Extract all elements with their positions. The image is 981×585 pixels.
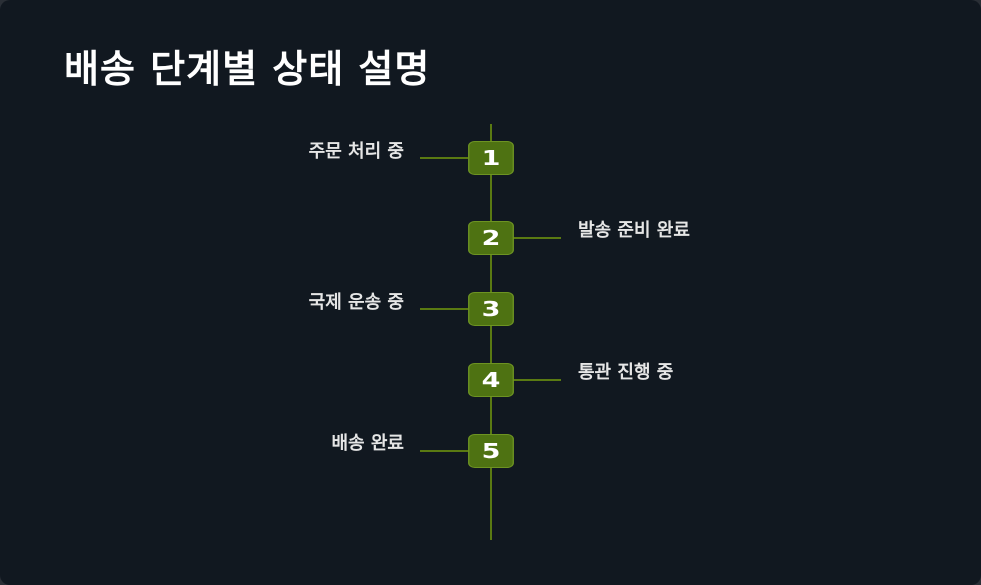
step-connector [420, 157, 474, 159]
step-label: 발송 준비 완료 [578, 220, 690, 241]
step-label: 주문 처리 중 [308, 141, 404, 162]
step-number-badge: 4 [468, 363, 514, 397]
step-label: 통관 진행 중 [578, 362, 674, 383]
step-connector [507, 379, 561, 381]
step-connector [420, 308, 474, 310]
step-label: 배송 완료 [331, 433, 404, 454]
step-number-badge: 3 [468, 292, 514, 326]
step-number-badge: 1 [468, 141, 514, 175]
step-label: 국제 운송 중 [308, 292, 404, 313]
timeline-line [490, 124, 492, 540]
step-number-badge: 5 [468, 434, 514, 468]
step-connector [420, 450, 474, 452]
step-connector [507, 237, 561, 239]
page-title: 배송 단계별 상태 설명 [64, 47, 431, 91]
step-number-badge: 2 [468, 221, 514, 255]
